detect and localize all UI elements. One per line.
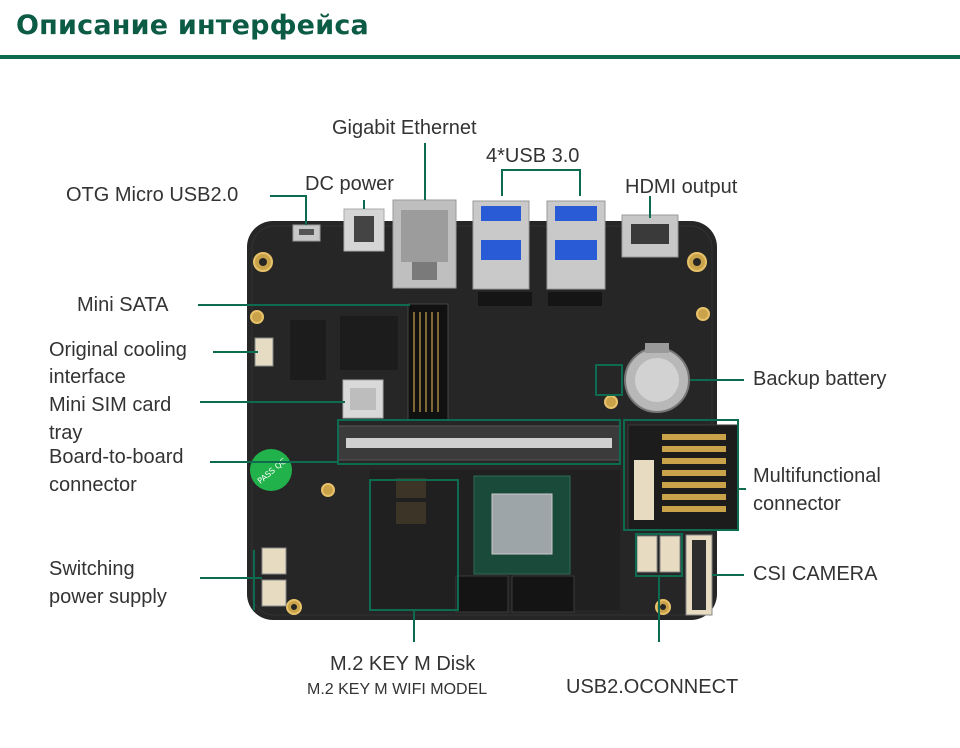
label-mini-sata: Mini SATA xyxy=(77,294,169,316)
label-cooling-interface-line1: Original cooling xyxy=(49,339,187,361)
label-multifunctional-line2: connector xyxy=(753,493,841,515)
label-usb30: 4*USB 3.0 xyxy=(486,145,580,167)
dc-power-jack xyxy=(343,208,385,252)
csi-camera-connector xyxy=(685,534,713,616)
pass-qc-stamp: PASS QC xyxy=(250,449,292,491)
pin-headers xyxy=(290,316,398,380)
memory-chip xyxy=(511,575,575,613)
label-switching-power-line2: power supply xyxy=(49,586,167,608)
sim-card-tray xyxy=(342,379,384,419)
board-to-board-connector xyxy=(337,425,621,461)
switching-power-connectors xyxy=(261,547,287,607)
label-multifunctional-line1: Multifunctional xyxy=(753,465,881,487)
usb30-port-right xyxy=(546,200,606,290)
leader-lines xyxy=(198,143,746,642)
usb30-port-left xyxy=(472,200,530,290)
hdmi-port xyxy=(621,214,679,258)
highlight-boxes xyxy=(337,364,739,611)
label-dc-power: DC power xyxy=(305,173,394,195)
label-csi-camera: CSI CAMERA xyxy=(753,563,878,585)
label-usb2-connect: USB2.OCONNECT xyxy=(566,676,739,698)
label-otg-micro-usb: OTG Micro USB2.0 xyxy=(66,184,239,206)
label-m2-disk: M.2 KEY M Disk xyxy=(330,653,476,675)
multifunctional-connector xyxy=(627,424,739,531)
title-divider xyxy=(0,55,960,59)
soc-chip xyxy=(473,475,571,575)
label-cooling-interface-line2: interface xyxy=(49,366,126,388)
label-board-to-board-line2: connector xyxy=(49,474,137,496)
ethernet-port xyxy=(392,199,457,289)
label-backup-battery: Backup battery xyxy=(753,368,887,390)
label-sim-tray-line1: Mini SIM card xyxy=(49,394,172,416)
label-gigabit-ethernet: Gigabit Ethernet xyxy=(332,117,477,139)
usb2-connectors xyxy=(636,535,681,573)
mini-sata-slot xyxy=(407,303,449,421)
page-title: Описание интерфейса xyxy=(16,10,369,41)
label-board-to-board-line1: Board-to-board xyxy=(49,446,184,468)
backup-battery xyxy=(624,343,690,413)
label-hdmi-output: HDMI output xyxy=(625,176,738,198)
otg-micro-usb-port xyxy=(292,224,321,242)
label-m2-wifi: M.2 KEY M WIFI MODEL xyxy=(307,681,488,698)
label-sim-tray-line2: tray xyxy=(49,422,83,444)
label-switching-power-line1: Switching xyxy=(49,558,135,580)
